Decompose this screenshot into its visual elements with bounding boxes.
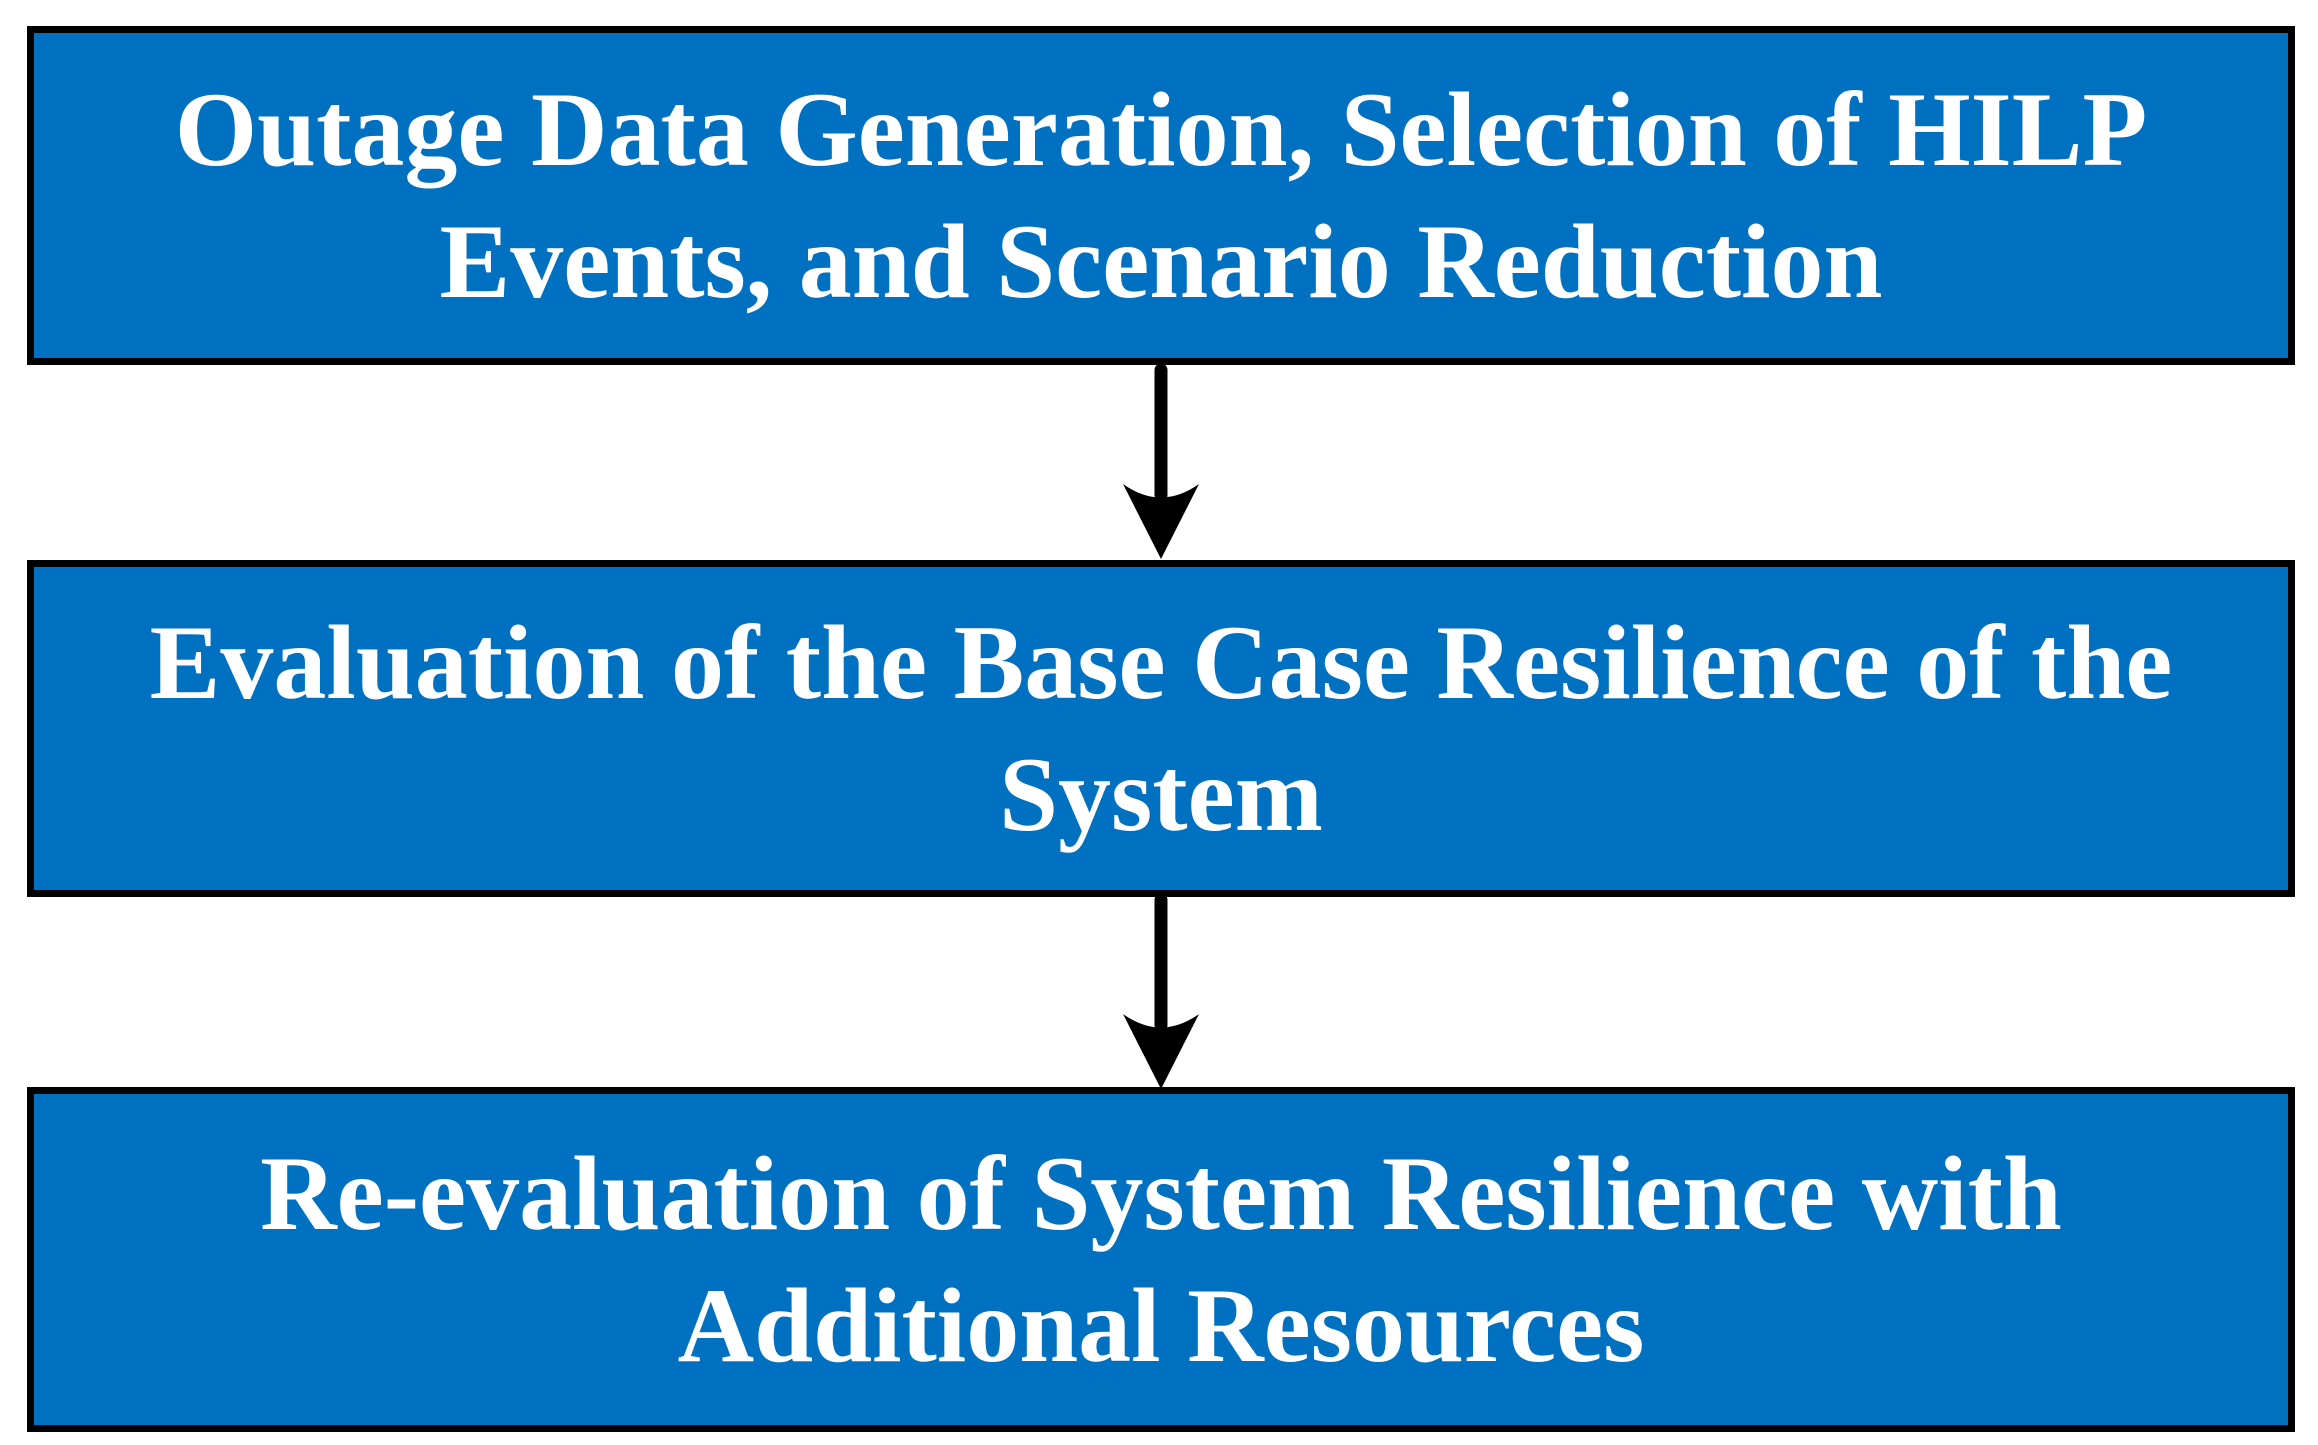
- flow-step-1-line-2: Events, and Scenario Reduction: [439, 202, 1883, 320]
- flow-step-3-line-1: Re-evaluation of System Resilience with: [260, 1134, 2062, 1252]
- flow-step-2-line-2: System: [999, 735, 1323, 853]
- down-arrow-icon: [1123, 893, 1199, 1089]
- flow-step-3-line-2: Additional Resources: [677, 1266, 1645, 1384]
- flow-step-reevaluation-additional-resources: Re-evaluation of System Resilience with …: [27, 1087, 2295, 1432]
- down-arrow-icon: [1123, 363, 1199, 559]
- flow-step-1-line-1: Outage Data Generation, Selection of HIL…: [174, 70, 2148, 188]
- flow-step-3-text: Re-evaluation of System Resilience with …: [34, 1128, 2288, 1392]
- flow-step-outage-data-generation: Outage Data Generation, Selection of HIL…: [27, 26, 2295, 365]
- flow-step-1-text: Outage Data Generation, Selection of HIL…: [34, 64, 2288, 328]
- flow-step-2-text: Evaluation of the Base Case Resilience o…: [34, 597, 2288, 861]
- flow-step-2-line-1: Evaluation of the Base Case Resilience o…: [149, 603, 2173, 721]
- flow-step-base-case-evaluation: Evaluation of the Base Case Resilience o…: [27, 560, 2295, 897]
